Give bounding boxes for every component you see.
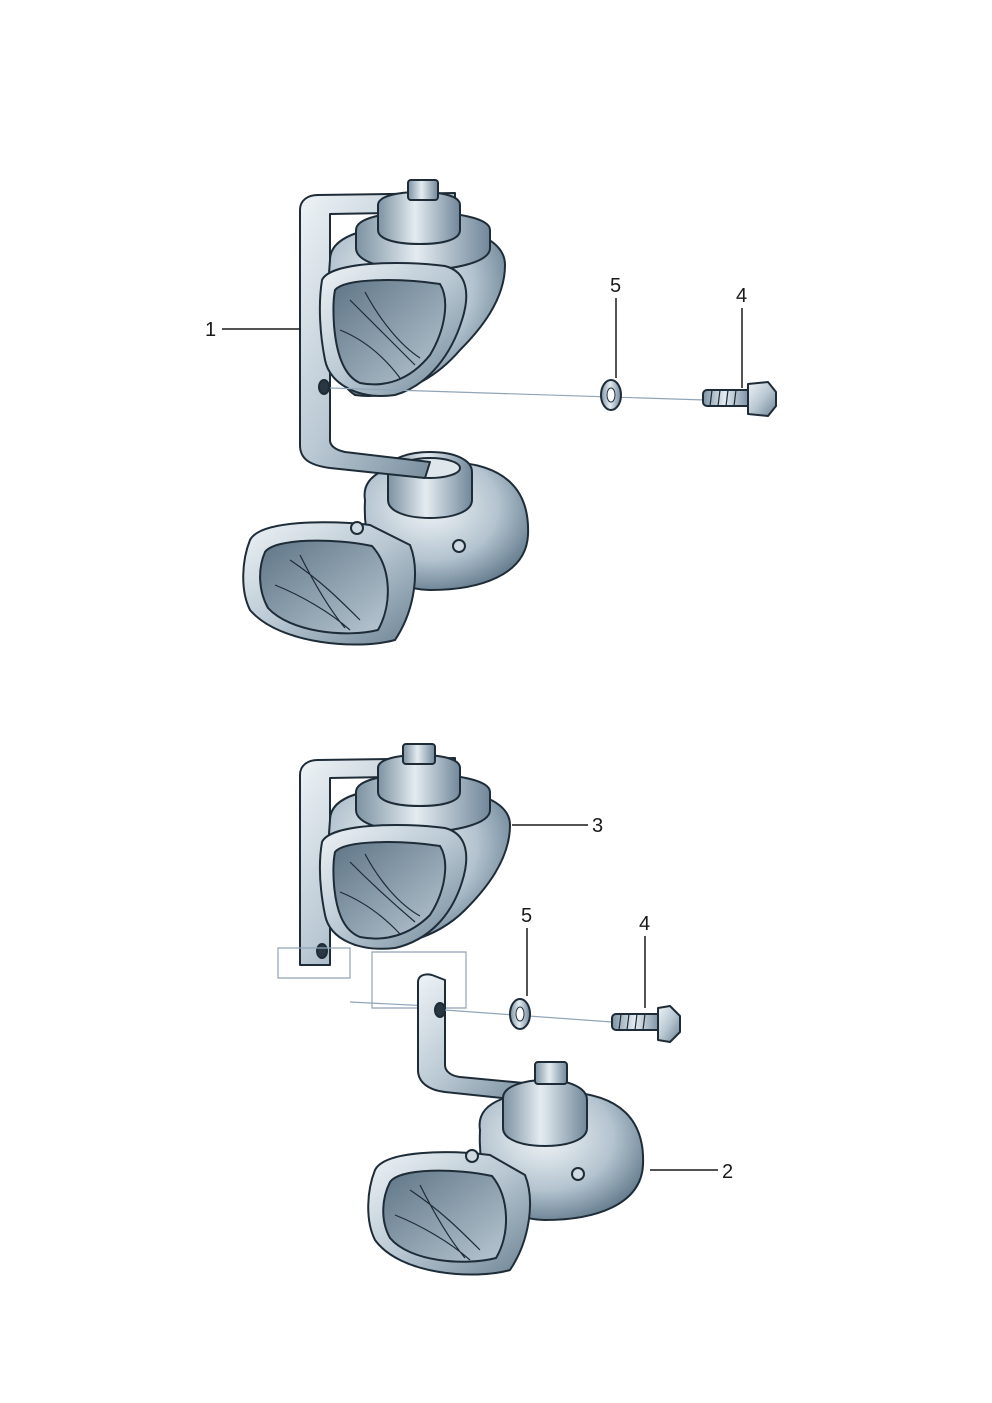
callout-2: 2	[650, 1161, 733, 1183]
callout-4-lower: 4	[639, 913, 650, 1008]
callout-1: 1	[205, 319, 300, 341]
callout-label: 1	[205, 319, 216, 341]
washer-upper	[600, 379, 622, 411]
callout-label: 3	[592, 815, 603, 837]
callout-label: 5	[610, 275, 621, 297]
callout-label: 2	[722, 1161, 733, 1183]
bolt-upper	[702, 381, 777, 417]
callout-5-lower: 5	[521, 905, 532, 996]
callout-label: 4	[736, 285, 747, 307]
horn-high-tone-lower	[299, 743, 511, 966]
bracket-upper	[299, 192, 456, 479]
separation-guide	[277, 947, 467, 1009]
callout-5-upper: 5	[610, 275, 621, 378]
callout-label: 5	[521, 905, 532, 927]
assembly-axis-upper	[329, 387, 706, 401]
callout-3: 3	[512, 815, 603, 837]
washer-lower	[509, 998, 531, 1030]
callout-label: 4	[639, 913, 650, 935]
lower-assembly: 3 5 4 2	[277, 743, 733, 1276]
upper-assembly: 1 5 4	[205, 179, 777, 646]
horn-high-tone-upper	[318, 179, 506, 397]
bolt-lower	[611, 1005, 681, 1043]
horn-low-tone-upper	[242, 451, 530, 646]
horn-low-tone-lower	[367, 1061, 645, 1276]
callout-4-upper: 4	[736, 285, 747, 388]
bracket-guide-line	[349, 1001, 431, 1007]
